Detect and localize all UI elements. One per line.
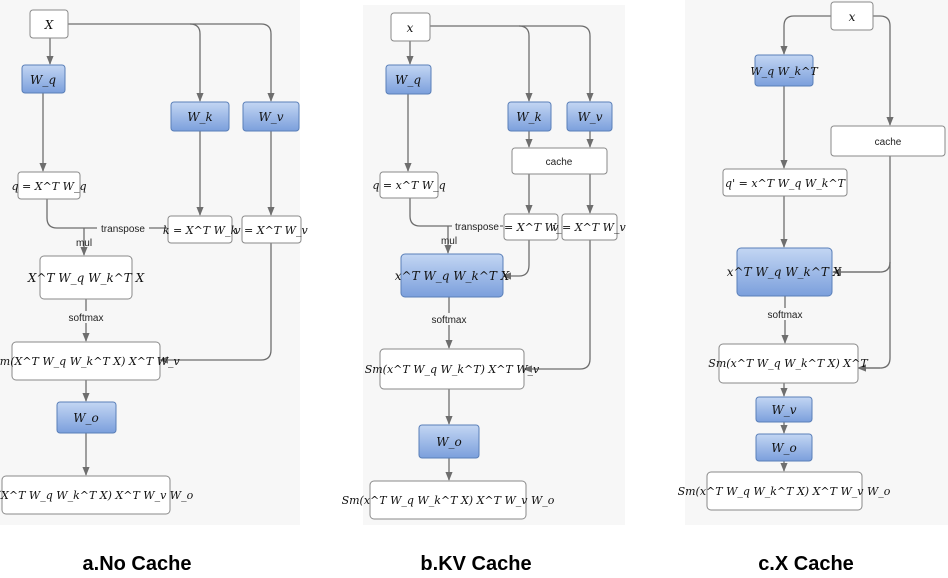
wv-box (566, 101, 613, 132)
query-box (17, 171, 81, 200)
output-box (706, 471, 863, 511)
transpose-label: transpose (101, 224, 145, 235)
scores-box (736, 247, 833, 297)
cache-box (511, 147, 608, 175)
wo-box (755, 433, 813, 462)
value-box (241, 215, 302, 244)
softmax-label: softmax (431, 315, 466, 326)
wk-label: W_k (516, 110, 542, 124)
output-label: Sm(X^T W_q W_k^T X) X^T W_v W_o (0, 489, 194, 502)
key-label: k = X^T W_k (494, 221, 569, 234)
transpose-label: transpose (455, 222, 499, 233)
input-box (29, 9, 69, 39)
cache-label: cache (875, 137, 902, 148)
input-label: X (44, 18, 54, 32)
attention-label: Sm(x^T W_q W_k^T) X^T W_v (365, 363, 540, 376)
output-label: Sm(x^T W_q W_k^T X) X^T W_v W_o (342, 494, 555, 507)
value-label: v = X^T W_v (234, 224, 308, 237)
wv-label: W_v (577, 110, 602, 124)
wq-label: W_q (395, 73, 421, 87)
query-label: q = x^T W_q (372, 179, 445, 192)
panel-x-cache: x W_q W_k^T cache q' = x^T W_q W_k^T x^T… (678, 1, 946, 511)
scores-label: x^T W_q W_k^T X (395, 269, 510, 283)
cache-box (830, 125, 946, 157)
wqk-box (754, 54, 814, 87)
wv-label: W_v (771, 403, 796, 417)
query-label: q' = x^T W_q W_k^T (725, 177, 847, 190)
scores-label: X^T W_q W_k^T X (27, 271, 145, 285)
value-label: v = X^T W_v (552, 221, 626, 234)
caption-no-cache: a.No Cache (83, 553, 192, 575)
output-label: Sm(x^T W_q W_k^T X) X^T W_v W_o (678, 485, 891, 498)
input-box (390, 12, 431, 42)
cache-label: cache (546, 157, 573, 168)
attention-box (718, 343, 859, 384)
mul-label: mul (441, 236, 457, 247)
value-box (561, 213, 618, 241)
attention-box (379, 348, 525, 390)
wo-label: W_o (73, 411, 99, 425)
wo-label: W_o (436, 435, 462, 449)
panel-no-cache: X W_q W_k W_v q = X^T W_q k = X^T W_k v … (0, 9, 308, 515)
scores-box (39, 255, 133, 300)
scores-label: x^T W_q W_k^T X (727, 265, 842, 279)
wv-box (242, 101, 300, 132)
wv-box (755, 396, 813, 423)
wo-box (56, 401, 117, 434)
input-label: x (407, 21, 414, 35)
output-box (1, 475, 171, 515)
wo-label: W_o (771, 441, 797, 455)
wk-label: W_k (187, 110, 213, 124)
key-box (167, 215, 233, 244)
mul-label: mul (76, 238, 92, 249)
panel-kv-cache: x W_q W_k W_v cache q = x^T W_q k = X^T … (342, 12, 626, 520)
scores-box (400, 253, 504, 298)
query-label: q = X^T W_q (12, 180, 87, 193)
attention-box (11, 341, 161, 381)
wk-box (170, 101, 230, 132)
caption-x-cache: c.X Cache (758, 553, 854, 575)
wo-box (418, 424, 480, 459)
attention-label: Sm(X^T W_q W_k^T X) X^T W_v (0, 355, 181, 368)
key-label: k = X^T W_k (163, 224, 238, 237)
query-box (722, 168, 848, 197)
wk-box (507, 101, 552, 132)
input-box (830, 1, 874, 31)
wqk-label: W_q W_k^T (750, 65, 819, 78)
attention-label: Sm(x^T W_q W_k^T X) X^T (708, 357, 869, 370)
key-box (503, 213, 559, 241)
caption-kv-cache: b.KV Cache (420, 553, 531, 575)
input-label: x (849, 10, 856, 24)
wq-box (21, 64, 66, 94)
output-box (369, 480, 527, 520)
wq-box (385, 64, 432, 95)
wq-label: W_q (30, 73, 56, 87)
softmax-label: softmax (68, 313, 103, 324)
softmax-label: softmax (767, 310, 802, 321)
wv-label: W_v (258, 110, 283, 124)
query-box (379, 171, 439, 199)
